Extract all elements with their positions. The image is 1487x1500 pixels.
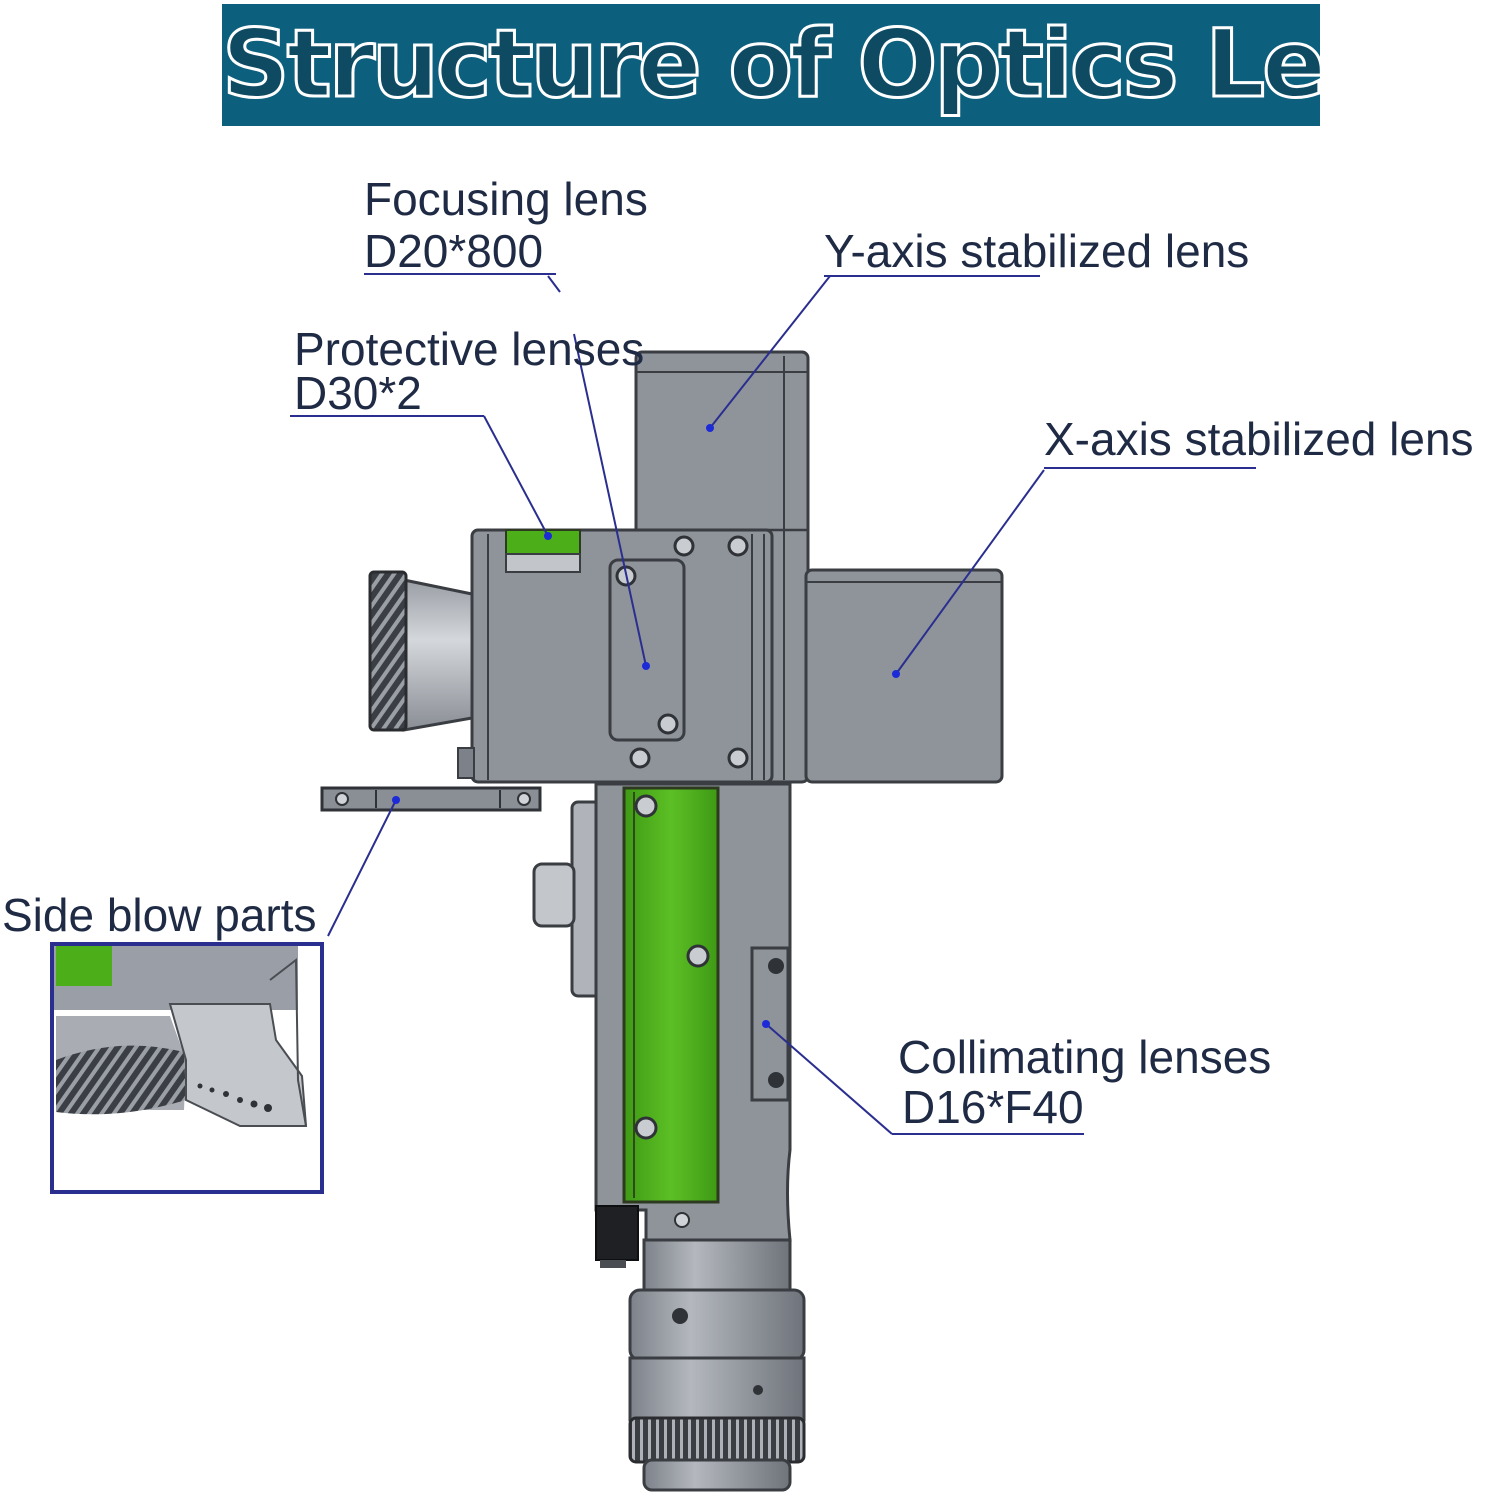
label-y-axis-lens: Y-axis stabilized lens xyxy=(824,225,1250,277)
label-x-axis-lens: X-axis stabilized lens xyxy=(1044,413,1474,465)
collimator-column xyxy=(532,782,792,1268)
x-axis-housing xyxy=(804,568,1004,784)
label-protective-lenses: Protective lenses xyxy=(294,323,645,375)
title-banner: Structure of Optics Lens xyxy=(222,4,1320,126)
side-blow-bracket xyxy=(320,786,542,812)
label-collimating-lenses-spec: D16*F40 xyxy=(902,1081,1084,1133)
callout-leader-x-axis xyxy=(895,469,1045,675)
label-protective-lenses-spec: D30*2 xyxy=(294,367,422,419)
callout-leader-collimating xyxy=(765,1023,893,1135)
page-title: Structure of Optics Lens xyxy=(222,9,1320,121)
label-focusing-lens-spec: D20*800 xyxy=(364,225,544,277)
label-focusing-lens: Focusing lens xyxy=(364,173,648,225)
callout-leader-y-axis xyxy=(709,275,831,429)
callout-leader-protective-window xyxy=(573,333,647,667)
label-collimating-lenses: Collimating lenses xyxy=(898,1031,1272,1083)
focusing-cone xyxy=(368,570,474,732)
main-housing xyxy=(457,528,774,784)
callout-dots xyxy=(392,424,900,1028)
callout-leader-side-blow xyxy=(327,799,397,937)
callout-lines xyxy=(290,273,1256,1135)
callout-leader-focusing xyxy=(547,275,561,293)
label-side-blow-parts: Side blow parts xyxy=(2,889,317,941)
side-blow-detail-inset xyxy=(50,942,324,1194)
bottom-nozzle xyxy=(628,1238,806,1492)
callout-leader-protective-green xyxy=(483,415,549,537)
